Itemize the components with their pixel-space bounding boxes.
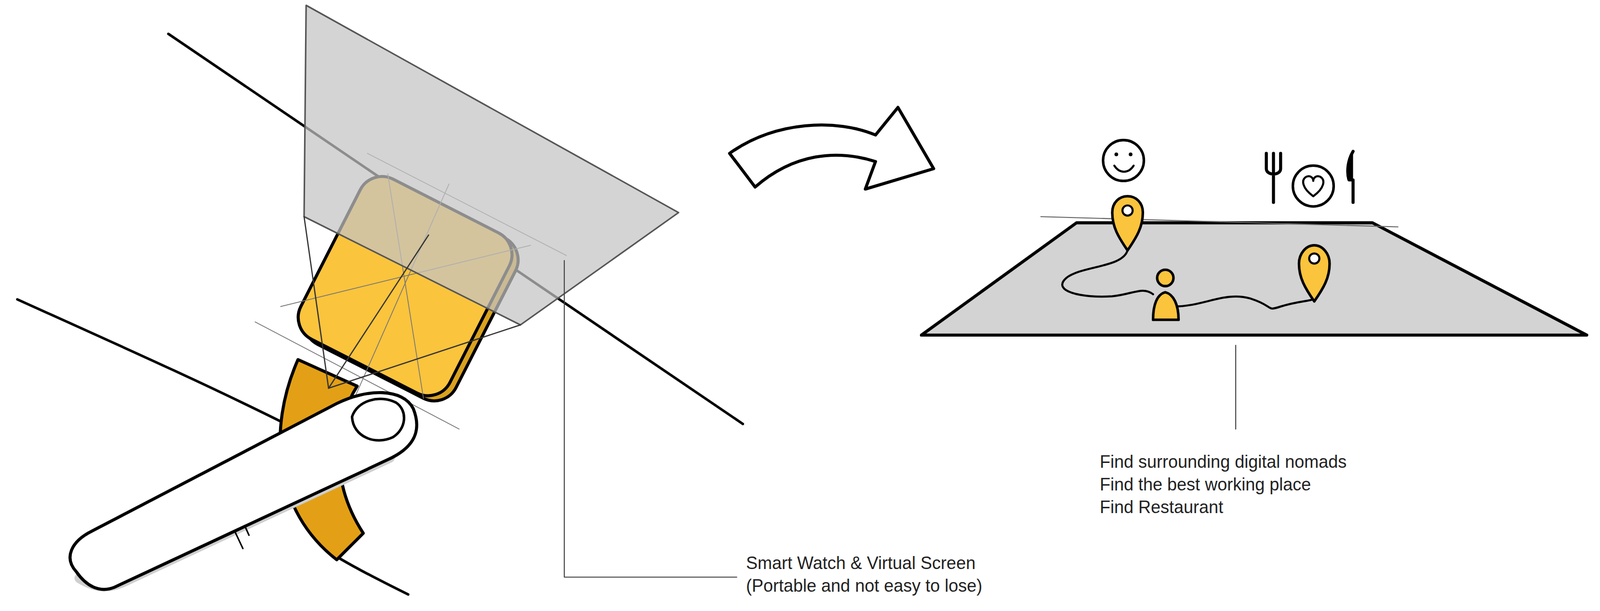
pin-hole [1122, 205, 1133, 216]
projection-lines [304, 216, 521, 388]
finger-nail [351, 398, 404, 440]
virtual-screen [304, 5, 679, 325]
location-pin [1112, 196, 1144, 251]
arm-outline [336, 556, 409, 594]
knife-icon [1347, 151, 1354, 203]
callout-label: (Portable and not easy to lose) [746, 574, 983, 597]
plate-icon [1293, 165, 1334, 207]
construction-line [1040, 216, 1399, 227]
smiley-icon [1103, 139, 1145, 181]
heart-icon [1303, 175, 1324, 197]
transition-arrow [729, 107, 934, 189]
leader-line [564, 260, 737, 577]
callout-label: Find surrounding digital nomads [1099, 450, 1347, 473]
pin-hole [1309, 253, 1320, 264]
callout-label: Find Restaurant [1099, 495, 1224, 519]
route-path [1062, 250, 1315, 309]
person-icon [1153, 292, 1179, 320]
location-pin [1298, 245, 1330, 302]
finger [69, 392, 417, 589]
callout-label: Smart Watch & Virtual Screen [746, 551, 976, 574]
leader-line [1235, 345, 1237, 429]
map-plane [921, 222, 1587, 335]
arm-outline [17, 299, 286, 424]
person-head [1157, 269, 1174, 286]
callout-label: Find the best working place [1099, 473, 1311, 496]
fork-icon [1266, 153, 1281, 203]
finger-crease [234, 525, 250, 549]
